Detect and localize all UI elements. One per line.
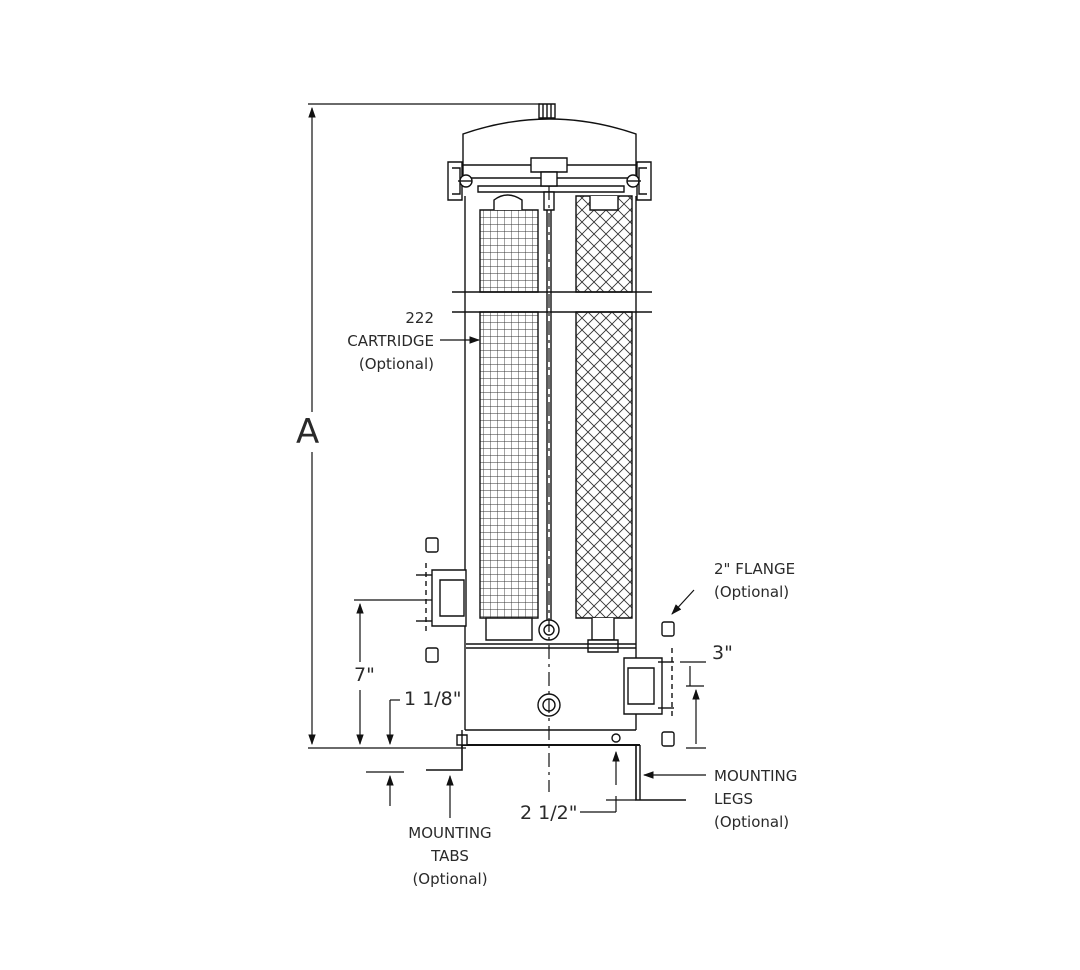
hold-down-knob — [531, 158, 567, 172]
mounting-tabs-line3: (Optional) — [412, 870, 488, 888]
mounting-tabs-line1: MOUNTING — [408, 824, 492, 842]
flange-label-line1: 2" FLANGE — [714, 560, 796, 578]
cartridge-label-line2: CARTRIDGE — [347, 332, 434, 350]
cartridge-label: 222 CARTRIDGE (Optional) — [330, 307, 434, 376]
mounting-tab — [426, 738, 462, 770]
right-cartridge-upper — [576, 196, 632, 292]
dim-1-1-8-label: 1 1/8" — [404, 688, 462, 710]
mounting-tabs-line2: TABS — [431, 847, 469, 865]
dim-2-1-2-label: 2 1/2" — [520, 802, 578, 824]
mounting-legs-line2: LEGS — [714, 790, 753, 808]
right-cartridge-lower — [576, 312, 632, 618]
mounting-legs-label: MOUNTING LEGS (Optional) — [714, 765, 797, 834]
left-cartridge-upper — [480, 210, 538, 292]
cartridge-label-line3: (Optional) — [358, 355, 434, 373]
flange-label: 2" FLANGE (Optional) — [714, 558, 795, 604]
mounting-tabs-label: MOUNTING TABS (Optional) — [398, 822, 502, 891]
dim-7-label: 7" — [354, 664, 375, 686]
flange-label-line2: (Optional) — [714, 583, 790, 601]
dim-3-label: 3" — [712, 642, 733, 664]
mounting-legs-line1: MOUNTING — [714, 767, 798, 785]
cartridge-label-line1: 222 — [405, 309, 434, 327]
vent-fitting — [539, 104, 555, 118]
dome-lid — [463, 119, 636, 178]
spring-plate — [478, 186, 624, 192]
inlet-flange — [416, 538, 466, 662]
right-clamp — [627, 162, 651, 200]
left-cartridge-lower — [480, 312, 538, 618]
outlet-flange — [624, 622, 674, 746]
left-clamp — [448, 162, 472, 200]
mounting-leg — [636, 745, 686, 800]
dim-a-label: A — [296, 412, 320, 452]
mounting-legs-line3: (Optional) — [714, 813, 790, 831]
